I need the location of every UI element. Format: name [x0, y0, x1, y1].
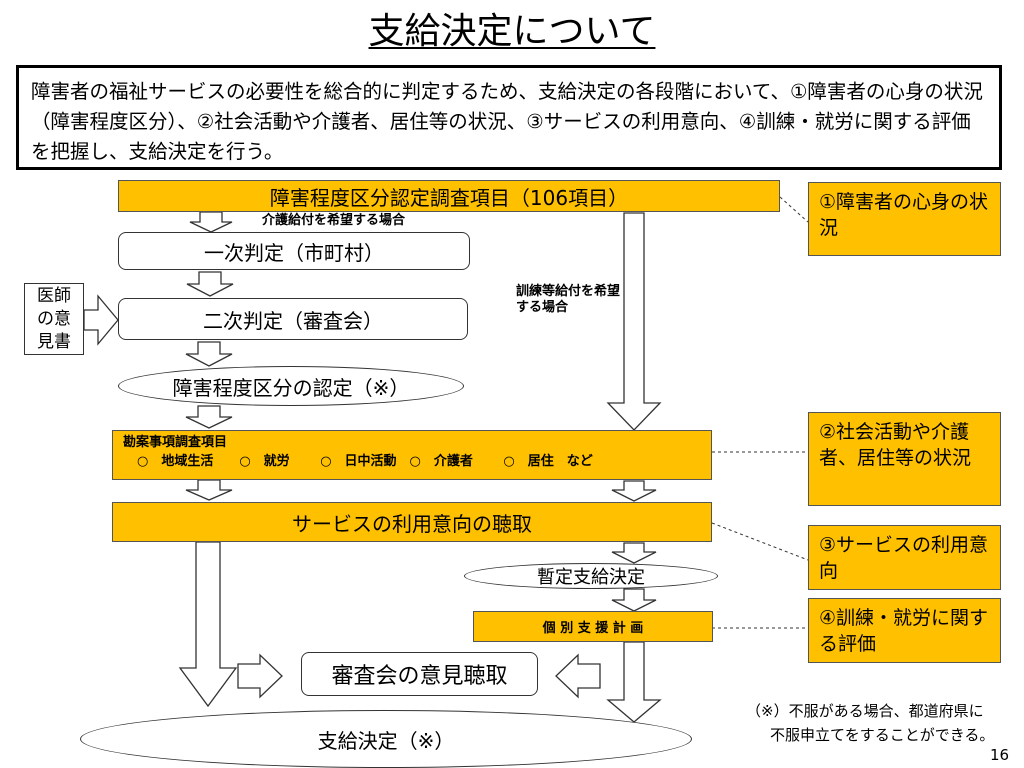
care-benefit-note: 介護給付を希望する場合	[262, 213, 406, 228]
arrow-down-long	[606, 212, 662, 431]
arrow-down	[611, 588, 657, 612]
final-decision-ellipse: 支給決定（※）	[80, 710, 692, 768]
second-judgment-box: 二次判定（審査会）	[118, 298, 468, 340]
intention-hearing-box: サービスの利用意向の聴取	[112, 502, 712, 542]
footnote-line2: 不服申立てをすることができる。	[770, 726, 995, 744]
side-label-2: ②社会活動や介護者、居住等の状況	[808, 412, 1001, 506]
arrow-down	[611, 480, 657, 502]
arrow-right	[237, 653, 283, 699]
factors-title: 勘案事項調査項目	[123, 435, 228, 450]
arrow-down	[611, 542, 657, 564]
arrow-down	[186, 271, 234, 297]
side-label-1: ①障害者の心身の状況	[808, 182, 1001, 256]
arrow-down	[185, 405, 233, 429]
training-benefit-note: 訓練等給付を希望する場合	[516, 284, 621, 315]
factors-list: ○ 地域生活 ○ 就労 ○ 日中活動 ○ 介護者 ○ 居住 など	[137, 454, 593, 469]
intro-text-box: 障害者の福祉サービスの必要性を総合的に判定するため、支給決定の各段階において、①…	[16, 65, 1002, 170]
arrow-down-long	[178, 541, 238, 708]
page-number: 16	[990, 746, 1010, 764]
side-label-3: ③サービスの利用意向	[808, 525, 1001, 590]
arrow-down	[185, 479, 233, 501]
individual-plan-box: 個 別 支 援 計 画	[473, 611, 713, 642]
dashed-connector	[779, 196, 809, 223]
arrow-down	[185, 341, 233, 367]
dashed-connector	[711, 522, 809, 561]
council-hearing-box: 審査会の意見聴取	[301, 652, 538, 696]
provisional-decision-ellipse: 暫定支給決定	[464, 563, 718, 589]
doctor-opinion-box: 医師の意見書	[24, 283, 84, 355]
arrow-down	[606, 641, 662, 723]
footnote-line1: （※）不服がある場合、都道府県に	[746, 702, 984, 720]
arrow-left	[555, 653, 601, 699]
arrow-down	[189, 211, 233, 233]
arrow-right	[83, 294, 119, 346]
first-judgment-box: 一次判定（市町村）	[118, 232, 470, 270]
side-label-4: ④訓練・就労に関する評価	[808, 598, 1001, 663]
survey-items-box: 障害程度区分認定調査項目（106項目）	[118, 180, 780, 212]
page-title: 支給決定について	[368, 11, 656, 52]
factors-box: 勘案事項調査項目 ○ 地域生活 ○ 就労 ○ 日中活動 ○ 介護者 ○ 居住 な…	[112, 430, 712, 480]
certification-ellipse: 障害程度区分の認定（※）	[118, 366, 464, 406]
